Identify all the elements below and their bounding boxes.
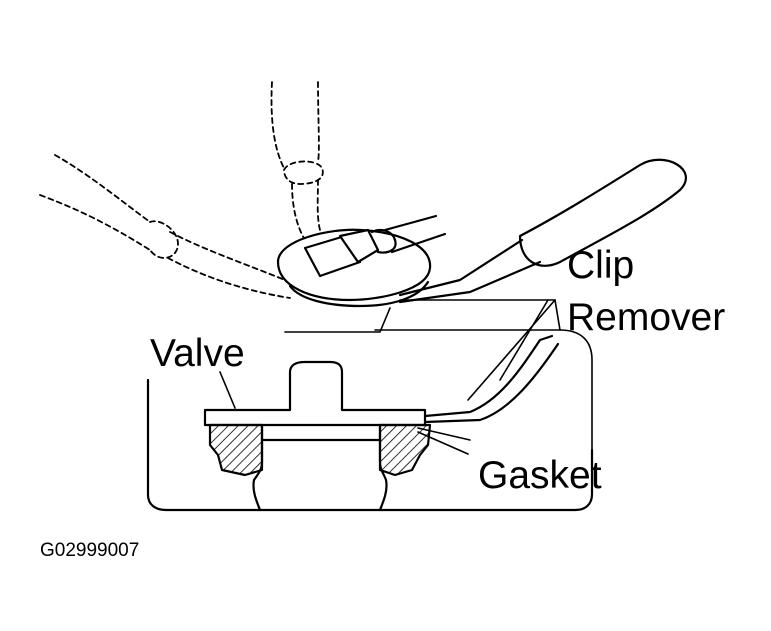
upper-hand-outline — [270, 81, 324, 241]
detail-box — [146, 378, 594, 512]
label-clip: Clip — [567, 244, 634, 287]
figure-code: G02999007 — [40, 540, 139, 561]
clip-remover-tool — [398, 158, 688, 304]
label-remover: Remover — [567, 296, 725, 339]
label-valve: Valve — [150, 332, 245, 375]
left-arm-outline — [39, 154, 291, 299]
tool-tip-detail — [417, 334, 560, 441]
label-gasket: Gasket — [478, 454, 602, 497]
connector — [303, 214, 447, 278]
label-leaders — [219, 371, 469, 455]
valve-cross-section — [203, 360, 432, 512]
reference-lines — [284, 299, 593, 451]
